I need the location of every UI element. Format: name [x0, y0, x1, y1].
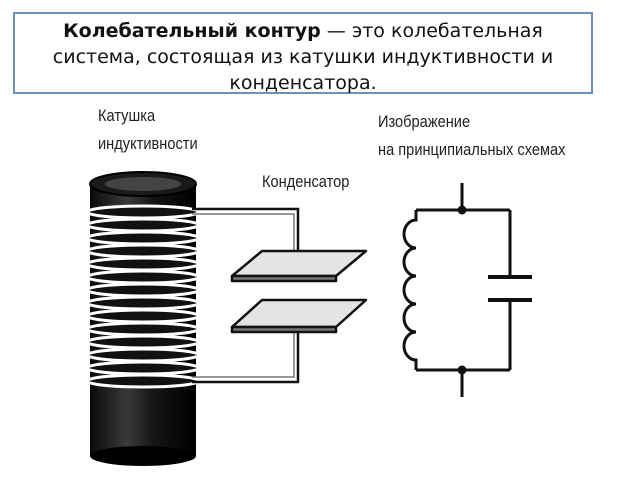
coil-windings: [85, 204, 201, 389]
definition-term: Колебательный контур: [63, 20, 321, 42]
inductor-coil-illustration: [85, 171, 201, 466]
coil-label-line2: индуктивности: [98, 134, 198, 153]
coil-winding-turn: [85, 243, 201, 259]
capacitor-bottom-plate: [230, 298, 368, 329]
coil-core-bottom: [90, 446, 196, 466]
schematic-label-line2: на принципиальных схемах: [378, 140, 566, 159]
coil-core-top-inner: [105, 177, 181, 191]
coil-winding-turn: [85, 217, 201, 233]
coil-winding-turn: [85, 334, 201, 350]
coil-winding-turn: [85, 360, 201, 376]
coil-winding-turn: [85, 256, 201, 272]
top-lead-outer: [192, 207, 300, 250]
coil-winding-turn: [85, 308, 201, 324]
lead-wires: [192, 207, 300, 384]
coil-winding-turn: [85, 321, 201, 337]
coil-winding-turn: [85, 295, 201, 311]
schematic-inductor-symbol: [402, 210, 418, 370]
schematic-node-bottom: [457, 365, 467, 375]
coil-winding-turn: [85, 347, 201, 363]
coil-winding-turn: [85, 269, 201, 285]
capacitor-label: Конденсатор: [262, 172, 350, 191]
coil-label-line1: Катушка: [98, 106, 156, 125]
definition-box: Колебательный контур — это колебательная…: [13, 12, 593, 94]
capacitor-top-plate: [230, 249, 368, 278]
coil-winding-turn: [85, 204, 201, 220]
schematic-node-top: [457, 205, 467, 215]
schematic-label-line1: Изображение: [378, 112, 471, 131]
coil-winding-turn: [85, 373, 201, 389]
bottom-lead-outer: [192, 330, 300, 384]
coil-winding-turn: [85, 230, 201, 246]
circuit-schematic: [402, 183, 532, 397]
definition-text: — это колебательная система, состоящая и…: [52, 20, 554, 94]
coil-winding-turn: [85, 282, 201, 298]
capacitor-plates: [230, 249, 368, 334]
